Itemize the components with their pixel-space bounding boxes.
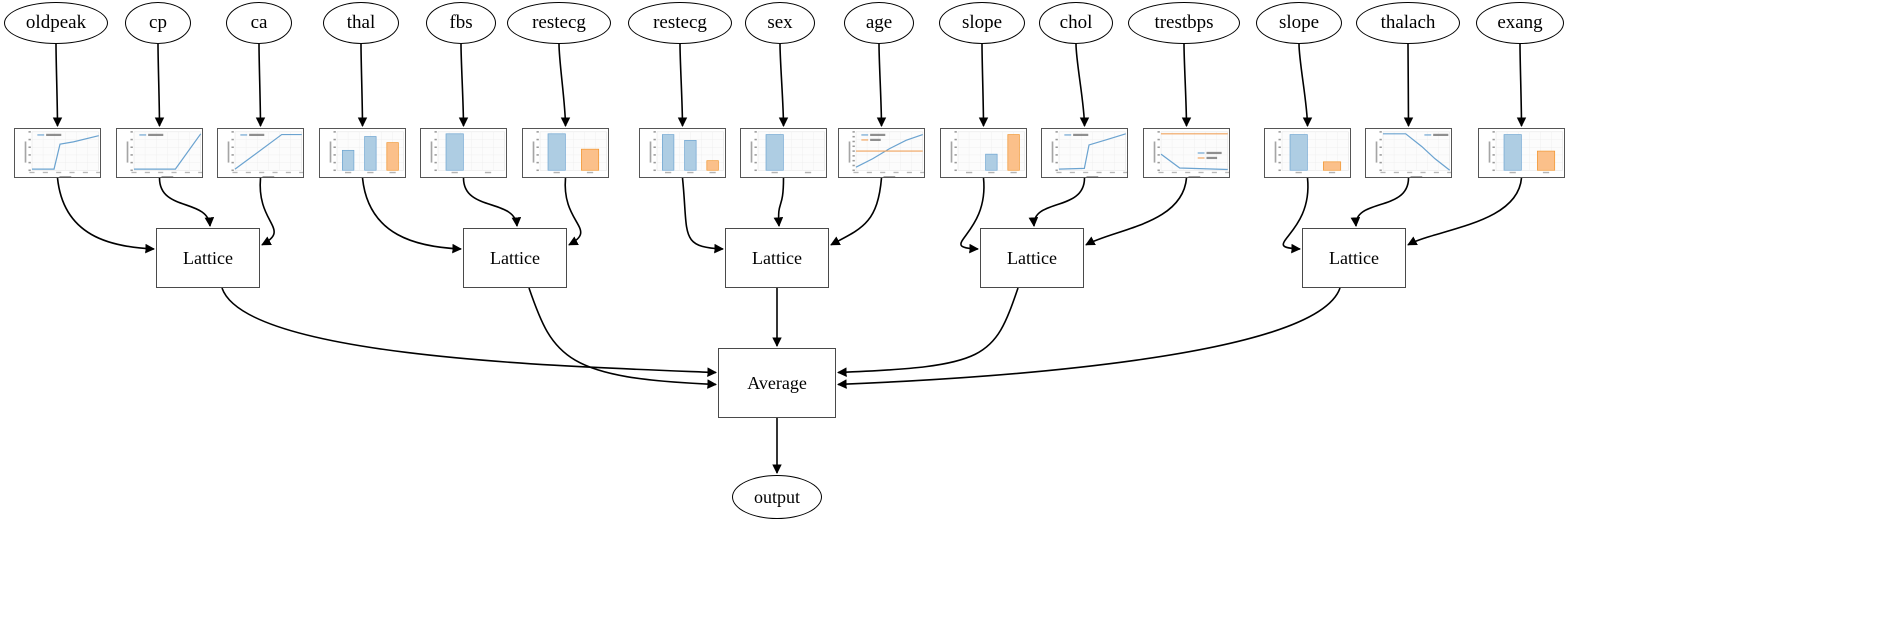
feature-node-trestbps[interactable]: trestbps — [1128, 2, 1240, 44]
output-node-label: output — [753, 486, 800, 507]
feature-node-ca[interactable]: ca — [226, 2, 292, 44]
feature-node-exang[interactable]: exang — [1476, 2, 1564, 44]
calibration-plot-canvas — [117, 129, 202, 177]
calibration-plot-canvas — [1366, 129, 1451, 177]
calibration-plot-slope-12[interactable] — [1264, 128, 1351, 178]
feature-node-oldpeak[interactable]: oldpeak — [4, 2, 108, 44]
lattice-node-label: Lattice — [752, 247, 802, 268]
calibration-plot-canvas — [421, 129, 506, 177]
calibration-plot-canvas — [1265, 129, 1350, 177]
calibration-plot-restecg-6[interactable] — [639, 128, 726, 178]
calibration-plot-age-8[interactable] — [838, 128, 925, 178]
feature-node-sex[interactable]: sex — [745, 2, 815, 44]
lattice-node-0[interactable]: Lattice — [156, 228, 260, 288]
feature-node-label: age — [865, 12, 893, 33]
feature-node-label: slope — [1278, 12, 1320, 33]
feature-node-label: ca — [250, 12, 268, 33]
feature-node-label: chol — [1059, 12, 1093, 33]
lattice-node-1[interactable]: Lattice — [463, 228, 567, 288]
calibration-plot-slope-9[interactable] — [940, 128, 1027, 178]
feature-node-slope2[interactable]: slope — [1256, 2, 1342, 44]
calibration-plot-canvas — [1479, 129, 1564, 177]
feature-node-label: exang — [1497, 12, 1543, 33]
feature-node-label: sex — [767, 12, 793, 33]
feature-node-restecg2[interactable]: restecg — [628, 2, 732, 44]
output-node[interactable]: output — [732, 475, 822, 519]
feature-node-fbs[interactable]: fbs — [426, 2, 496, 44]
calibration-plot-trestbps-11[interactable] — [1143, 128, 1230, 178]
average-node[interactable]: Average — [718, 348, 836, 418]
feature-node-thal[interactable]: thal — [323, 2, 399, 44]
average-node-label: Average — [747, 372, 807, 393]
feature-node-slope1[interactable]: slope — [939, 2, 1025, 44]
lattice-node-label: Lattice — [490, 247, 540, 268]
calibration-plot-canvas — [320, 129, 405, 177]
calibration-plot-canvas — [523, 129, 608, 177]
calibration-plot-canvas — [640, 129, 725, 177]
calibration-plot-canvas — [218, 129, 303, 177]
calibration-plot-oldpeak-0[interactable] — [14, 128, 101, 178]
calibration-plot-canvas — [839, 129, 924, 177]
feature-node-thalach[interactable]: thalach — [1356, 2, 1460, 44]
calibration-plot-chol-10[interactable] — [1041, 128, 1128, 178]
feature-node-label: thalach — [1380, 12, 1436, 33]
feature-node-label: oldpeak — [25, 12, 87, 33]
feature-node-label: restecg — [653, 12, 707, 33]
calibration-plot-ca-2[interactable] — [217, 128, 304, 178]
feature-node-age[interactable]: age — [844, 2, 914, 44]
calibration-plot-canvas — [1144, 129, 1229, 177]
lattice-node-label: Lattice — [1007, 247, 1057, 268]
feature-node-chol[interactable]: chol — [1039, 2, 1113, 44]
feature-node-label: thal — [346, 12, 376, 33]
lattice-node-label: Lattice — [1329, 247, 1379, 268]
feature-node-label: fbs — [449, 12, 473, 33]
calibration-plot-fbs-4[interactable] — [420, 128, 507, 178]
feature-node-cp[interactable]: cp — [125, 2, 191, 44]
feature-node-label: slope — [961, 12, 1003, 33]
lattice-node-label: Lattice — [183, 247, 233, 268]
feature-node-label: cp — [149, 12, 167, 33]
calibration-plot-cp-1[interactable] — [116, 128, 203, 178]
feature-node-label: trestbps — [1154, 12, 1214, 33]
calibration-plot-restecg-5[interactable] — [522, 128, 609, 178]
calibration-plot-canvas — [741, 129, 826, 177]
feature-node-label: restecg — [532, 12, 586, 33]
calibration-plot-canvas — [1042, 129, 1127, 177]
feature-node-restecg1[interactable]: restecg — [507, 2, 611, 44]
calibration-plot-sex-7[interactable] — [740, 128, 827, 178]
calibration-plot-thalach-13[interactable] — [1365, 128, 1452, 178]
lattice-node-4[interactable]: Lattice — [1302, 228, 1406, 288]
lattice-node-2[interactable]: Lattice — [725, 228, 829, 288]
calibration-plot-exang-14[interactable] — [1478, 128, 1565, 178]
calibration-plot-thal-3[interactable] — [319, 128, 406, 178]
calibration-plot-canvas — [941, 129, 1026, 177]
calibration-plot-canvas — [15, 129, 100, 177]
lattice-node-3[interactable]: Lattice — [980, 228, 1084, 288]
